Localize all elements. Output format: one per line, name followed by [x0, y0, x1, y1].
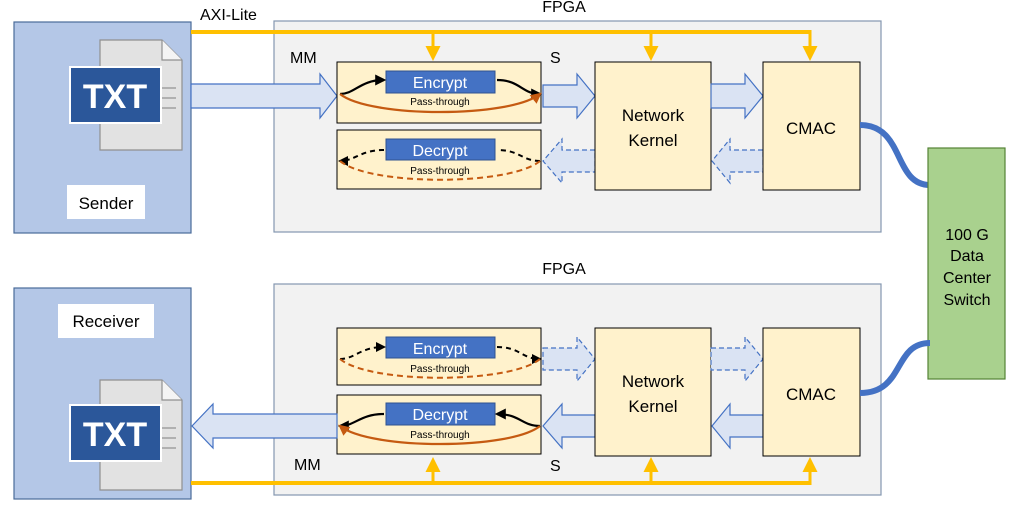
- network-top-line2: Kernel: [628, 131, 677, 150]
- network-kernel-top: [594, 61, 712, 191]
- sender-label: Sender: [79, 194, 134, 213]
- decrypt-cipher-top: [385, 138, 496, 161]
- sender-label-box: [67, 185, 145, 219]
- network-bottom-line1: Network: [622, 372, 685, 391]
- switch-line3: Center: [943, 270, 992, 287]
- cmac-top: [762, 61, 861, 191]
- network-kernel-bottom: [594, 327, 712, 457]
- sender-section: TXT Sender FPGA AXI-Lite MM Encrypt Pass…: [13, 0, 931, 234]
- mm-top-label: MM: [290, 50, 317, 67]
- encrypt-pass-top: Pass-through: [410, 97, 469, 108]
- receiver-section: Receiver TXT FPGA Encrypt Pass-through: [13, 261, 931, 500]
- decrypt-label-top: Decrypt: [412, 143, 468, 160]
- switch-line4: Switch: [943, 292, 990, 309]
- txt-file-icon: TXT: [69, 379, 183, 491]
- network-top-line1: Network: [622, 106, 685, 125]
- mm-bottom-label: MM: [294, 457, 321, 474]
- encrypt-cipher-bottom: [385, 336, 496, 359]
- sender-file-label: TXT: [83, 78, 147, 116]
- s-arrow-top-return: [542, 137, 596, 185]
- decrypt-label-bottom: Decrypt: [412, 407, 468, 424]
- receiver-file-label: TXT: [83, 416, 147, 454]
- decrypt-pass-top: Pass-through: [410, 166, 469, 177]
- nk-cmac-arrow-top: [710, 72, 764, 120]
- switch-line2: Data: [950, 248, 984, 265]
- network-bottom-line2: Kernel: [628, 397, 677, 416]
- switch-line1: 100 G: [945, 227, 989, 244]
- cable-bottom: [859, 340, 931, 396]
- encrypt-label-bottom: Encrypt: [413, 341, 468, 358]
- axi-lite-label: AXI-Lite: [200, 7, 257, 24]
- mm-arrow-bottom: [191, 402, 338, 450]
- cable-top: [859, 122, 931, 188]
- fpga-top-label: FPGA: [542, 0, 586, 16]
- decrypt-pass-bottom: Pass-through: [410, 430, 469, 441]
- encrypt-label-top: Encrypt: [413, 75, 468, 92]
- mm-arrow-top: [190, 72, 338, 120]
- cmac-bottom-label: CMAC: [786, 385, 836, 404]
- s-arrow-top: [542, 72, 596, 120]
- data-center-switch: 100 G Data Center Switch: [927, 147, 1006, 380]
- s-top-label: S: [550, 50, 561, 67]
- s-bottom-label: S: [550, 458, 561, 475]
- encrypt-pass-bottom: Pass-through: [410, 364, 469, 375]
- s-arrow-bottom-out: [542, 335, 596, 383]
- cmac-nk-arrow-bottom: [711, 402, 764, 450]
- receiver-label-box: [58, 304, 154, 338]
- receiver-label: Receiver: [72, 312, 139, 331]
- s-arrow-bottom: [542, 402, 596, 450]
- fpga-bottom-label: FPGA: [542, 261, 586, 278]
- txt-file-icon: TXT: [69, 39, 183, 151]
- cmac-nk-arrow-top: [711, 137, 764, 185]
- cmac-top-label: CMAC: [786, 119, 836, 138]
- nk-cmac-arrow-bottom: [710, 335, 764, 383]
